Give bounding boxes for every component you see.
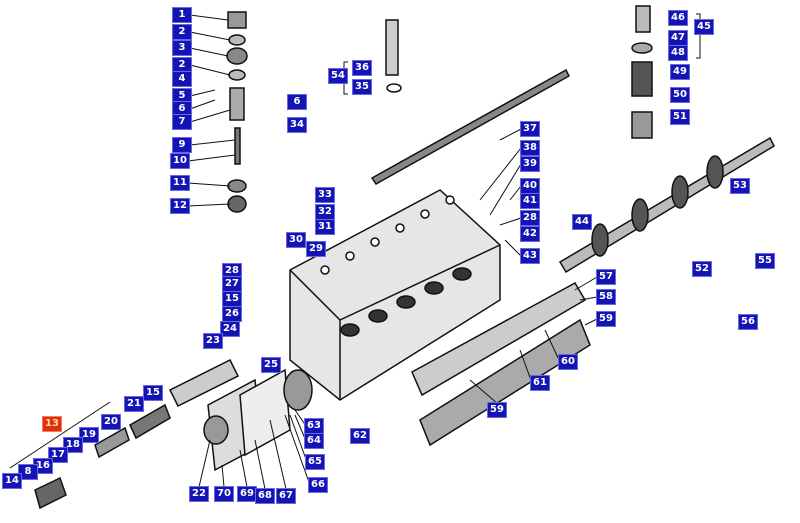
delivery-valve-parts (226, 5, 653, 213)
callout-label-54[interactable]: 54 (328, 68, 348, 84)
callout-label-29[interactable]: 29 (306, 241, 326, 257)
callout-label-10[interactable]: 10 (170, 153, 190, 169)
flange-and-gaskets (203, 368, 313, 472)
callout-label-7[interactable]: 7 (172, 114, 192, 130)
callout-label-33[interactable]: 33 (315, 187, 335, 203)
callout-label-11[interactable]: 11 (170, 175, 190, 191)
callout-label-8[interactable]: 8 (18, 464, 38, 480)
side-cover (411, 281, 591, 447)
callout-label-19[interactable]: 19 (79, 427, 99, 443)
control-rack (370, 68, 570, 185)
callout-label-62[interactable]: 62 (350, 428, 370, 444)
callout-label-56[interactable]: 56 (738, 314, 758, 330)
callout-label-22[interactable]: 22 (189, 486, 209, 502)
callout-label-36[interactable]: 36 (352, 60, 372, 76)
camshaft (558, 136, 775, 274)
callout-label-53[interactable]: 53 (730, 178, 750, 194)
drive-parts (9, 358, 240, 510)
callout-label-35[interactable]: 35 (352, 79, 372, 95)
callout-label-30[interactable]: 30 (286, 232, 306, 248)
callout-label-2[interactable]: 2 (172, 24, 192, 40)
callout-label-26[interactable]: 26 (222, 306, 242, 322)
callout-label-68[interactable]: 68 (255, 488, 275, 504)
callout-label-47[interactable]: 47 (668, 30, 688, 46)
callout-label-27[interactable]: 27 (222, 276, 242, 292)
callout-label-14[interactable]: 14 (2, 473, 22, 489)
callout-label-44[interactable]: 44 (572, 214, 592, 230)
callout-label-67[interactable]: 67 (276, 488, 296, 504)
callout-label-52[interactable]: 52 (692, 261, 712, 277)
callout-label-41[interactable]: 41 (520, 193, 540, 209)
callout-label-20[interactable]: 20 (101, 414, 121, 430)
callout-label-45[interactable]: 45 (694, 19, 714, 35)
callout-label-70[interactable]: 70 (214, 486, 234, 502)
callout-label-23[interactable]: 23 (203, 333, 223, 349)
callout-label-21[interactable]: 21 (124, 396, 144, 412)
callout-label-6[interactable]: 6 (287, 94, 307, 110)
callout-label-28[interactable]: 28 (520, 210, 540, 226)
callout-label-15[interactable]: 15 (143, 385, 163, 401)
callout-label-4[interactable]: 4 (172, 71, 192, 87)
callout-label-60[interactable]: 60 (558, 354, 578, 370)
callout-label-59[interactable]: 59 (487, 402, 507, 418)
callout-label-15[interactable]: 15 (222, 291, 242, 307)
callout-label-17[interactable]: 17 (48, 447, 68, 463)
callout-label-37[interactable]: 37 (520, 121, 540, 137)
callout-label-39[interactable]: 39 (520, 156, 540, 172)
callout-label-69[interactable]: 69 (237, 486, 257, 502)
callout-label-13[interactable]: 13 (42, 416, 62, 432)
callout-label-55[interactable]: 55 (755, 253, 775, 269)
callout-label-34[interactable]: 34 (287, 117, 307, 133)
callout-label-42[interactable]: 42 (520, 226, 540, 242)
callout-label-48[interactable]: 48 (668, 45, 688, 61)
callout-label-59[interactable]: 59 (596, 311, 616, 327)
callout-label-50[interactable]: 50 (670, 87, 690, 103)
callout-label-38[interactable]: 38 (520, 140, 540, 156)
callout-label-18[interactable]: 18 (63, 437, 83, 453)
callout-label-49[interactable]: 49 (670, 64, 690, 80)
callout-label-1[interactable]: 1 (172, 7, 192, 23)
callout-label-40[interactable]: 40 (520, 178, 540, 194)
callout-label-12[interactable]: 12 (170, 198, 190, 214)
callout-label-51[interactable]: 51 (670, 109, 690, 125)
pump-housing (289, 189, 501, 401)
callout-label-57[interactable]: 57 (596, 269, 616, 285)
callout-label-9[interactable]: 9 (172, 137, 192, 153)
callout-label-65[interactable]: 65 (305, 454, 325, 470)
callout-label-43[interactable]: 43 (520, 248, 540, 264)
callout-label-25[interactable]: 25 (261, 357, 281, 373)
callout-label-66[interactable]: 66 (308, 477, 328, 493)
callout-label-63[interactable]: 63 (304, 418, 324, 434)
callout-label-3[interactable]: 3 (172, 40, 192, 56)
callout-label-64[interactable]: 64 (304, 433, 324, 449)
callout-label-24[interactable]: 24 (220, 321, 240, 337)
callout-label-61[interactable]: 61 (530, 375, 550, 391)
leader-lines (187, 13, 701, 490)
callout-label-46[interactable]: 46 (668, 10, 688, 26)
callout-label-32[interactable]: 32 (315, 204, 335, 220)
callout-label-31[interactable]: 31 (315, 219, 335, 235)
callout-label-58[interactable]: 58 (596, 289, 616, 305)
